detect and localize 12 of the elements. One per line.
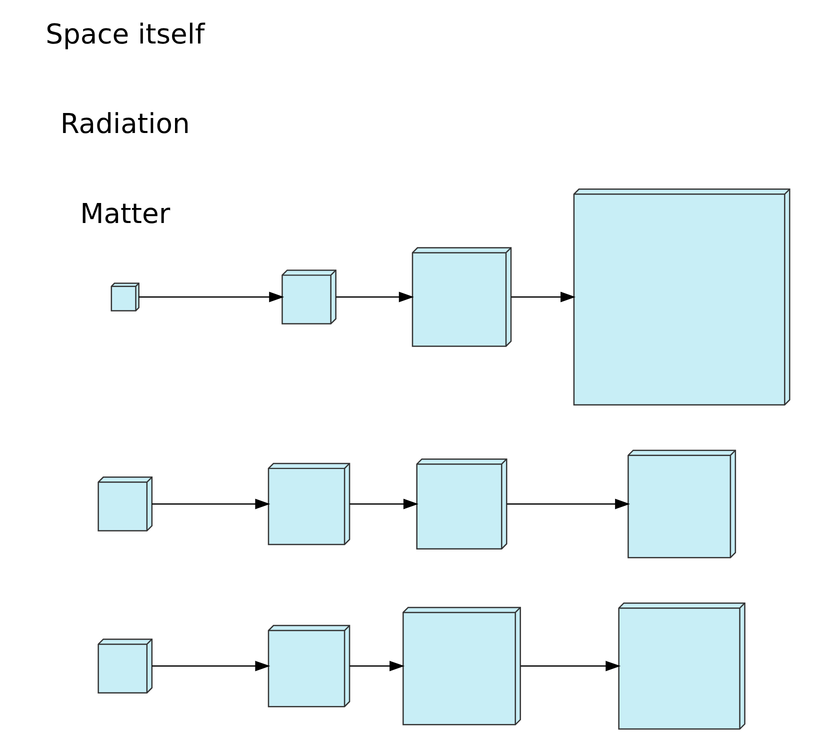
arrow (350, 498, 418, 509)
arrow (511, 291, 576, 302)
arrow (138, 291, 284, 302)
arrow (152, 660, 270, 671)
label: Radiation (60, 108, 190, 140)
arrow (152, 498, 270, 509)
arrow (350, 660, 405, 671)
arrow (520, 660, 621, 671)
label: Space itself (46, 18, 205, 50)
arrow (507, 498, 630, 509)
label: Matter (80, 198, 170, 230)
arrow (336, 291, 414, 302)
